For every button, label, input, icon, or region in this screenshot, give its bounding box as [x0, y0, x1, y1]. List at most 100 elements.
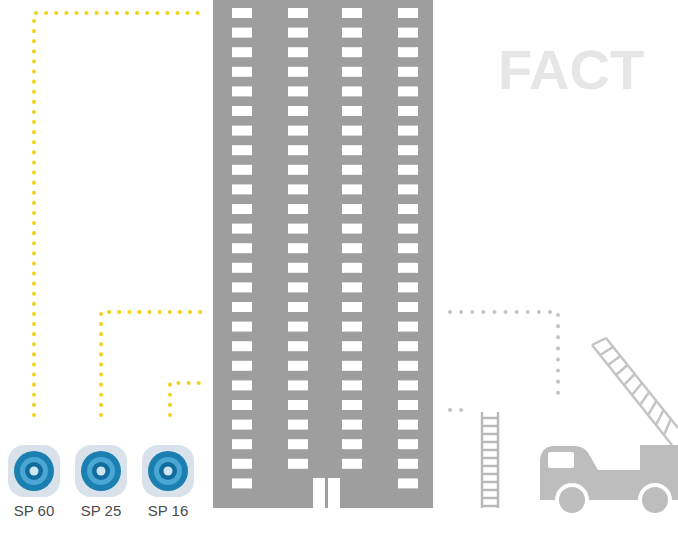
window — [342, 341, 362, 351]
window — [288, 282, 308, 292]
window — [398, 420, 418, 430]
speaker-housing — [75, 445, 127, 497]
speaker-ring — [81, 451, 121, 491]
window — [398, 302, 418, 312]
window — [232, 263, 252, 273]
window — [288, 243, 308, 253]
window — [398, 165, 418, 175]
window — [232, 145, 252, 155]
window — [398, 243, 418, 253]
speaker-center — [30, 467, 39, 476]
window — [232, 459, 252, 469]
window — [232, 86, 252, 96]
window — [342, 361, 362, 371]
leader-line — [450, 408, 466, 412]
window — [342, 184, 362, 194]
speaker-icon — [141, 444, 195, 498]
window — [232, 420, 252, 430]
window — [232, 282, 252, 292]
window — [398, 8, 418, 18]
speaker-ring — [148, 451, 188, 491]
yellow-leader-lines — [34, 13, 205, 415]
window — [232, 361, 252, 371]
window — [342, 47, 362, 57]
window — [398, 67, 418, 77]
leader-line — [34, 13, 205, 415]
window — [342, 243, 362, 253]
speaker-node: SP 60 — [7, 444, 61, 498]
leader-line — [450, 312, 558, 400]
window — [288, 106, 308, 116]
window — [232, 47, 252, 57]
building — [213, 0, 433, 508]
window — [232, 439, 252, 449]
window — [342, 67, 362, 77]
window — [232, 380, 252, 390]
window — [342, 204, 362, 214]
window — [232, 165, 252, 175]
window — [232, 204, 252, 214]
speaker-label: SP 60 — [14, 502, 55, 519]
window — [288, 322, 308, 332]
background-heading: FACT — [498, 42, 644, 98]
window — [232, 224, 252, 234]
window — [342, 86, 362, 96]
speaker-ring — [92, 462, 110, 480]
window — [342, 145, 362, 155]
window — [342, 302, 362, 312]
window — [342, 322, 362, 332]
window — [232, 67, 252, 77]
window — [398, 204, 418, 214]
leader-line — [170, 383, 205, 415]
fire-truck — [540, 338, 678, 515]
speaker-node: SP 16 — [141, 444, 195, 498]
speaker-icon — [7, 444, 61, 498]
window — [288, 361, 308, 371]
window — [288, 341, 308, 351]
window — [232, 341, 252, 351]
window — [288, 47, 308, 57]
window — [288, 224, 308, 234]
window — [288, 380, 308, 390]
window — [398, 341, 418, 351]
window — [398, 478, 418, 488]
window — [288, 28, 308, 38]
window — [288, 8, 308, 18]
window — [342, 439, 362, 449]
window — [288, 204, 308, 214]
window — [232, 184, 252, 194]
window — [342, 28, 362, 38]
window — [398, 380, 418, 390]
window — [398, 282, 418, 292]
building-windows — [232, 8, 418, 488]
speaker-center — [164, 467, 173, 476]
window — [398, 224, 418, 234]
window — [232, 8, 252, 18]
window — [342, 8, 362, 18]
window — [398, 106, 418, 116]
window — [288, 302, 308, 312]
window — [398, 126, 418, 136]
window — [232, 302, 252, 312]
window — [232, 322, 252, 332]
speaker-center — [97, 467, 106, 476]
window — [232, 126, 252, 136]
speaker-ring — [14, 451, 54, 491]
window — [288, 67, 308, 77]
speaker-ring — [25, 462, 43, 480]
window — [232, 28, 252, 38]
window — [398, 86, 418, 96]
speaker-housing — [142, 445, 194, 497]
window — [398, 28, 418, 38]
window — [288, 400, 308, 410]
window — [288, 165, 308, 175]
window — [398, 322, 418, 332]
speaker-label: SP 16 — [148, 502, 189, 519]
window — [398, 145, 418, 155]
window — [342, 420, 362, 430]
window — [342, 400, 362, 410]
window — [342, 126, 362, 136]
window — [342, 380, 362, 390]
speaker-ring — [20, 457, 48, 485]
